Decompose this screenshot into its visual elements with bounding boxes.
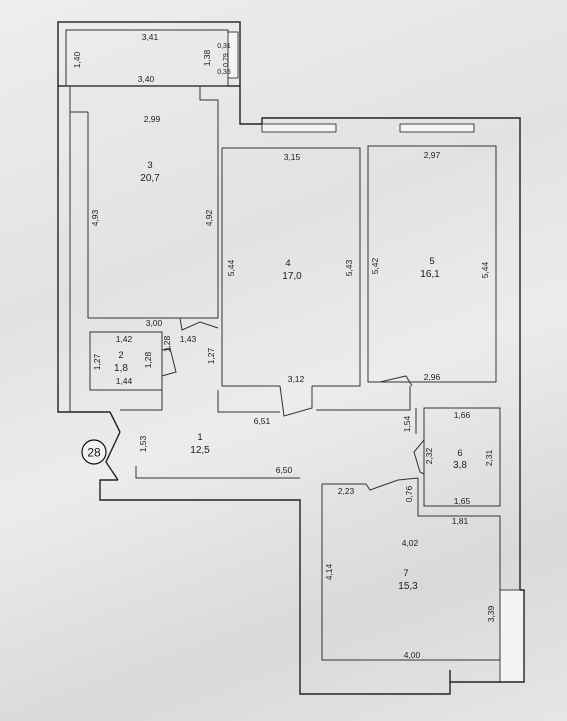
dim-room-2-right: 1,28 — [143, 351, 153, 368]
dim-room-4-right: 5,43 — [344, 259, 354, 276]
dim-balcony-right: 1,38 — [202, 49, 212, 66]
hall-lower-wall — [135, 466, 300, 479]
room-1-number: 1 — [197, 432, 202, 443]
dim-door-127: 1,27 — [206, 347, 216, 364]
dim-balcony-left: 1,40 — [72, 51, 82, 68]
dim-room-7-left: 4,14 — [324, 563, 334, 580]
room-3-area: 20,7 — [140, 173, 160, 184]
dim-room-6-right: 2,31 — [484, 449, 494, 466]
room-3-number: 3 — [147, 160, 152, 171]
room-4-area: 17,0 — [282, 271, 302, 282]
dim-room-3-right: 4,92 — [204, 209, 214, 226]
dim-room-5-right: 5,44 — [480, 261, 490, 278]
outer-wall-bottom — [99, 479, 451, 695]
dim-room-5-left: 5,42 — [370, 257, 380, 274]
dim-room-2-bottom: 1,44 — [116, 376, 133, 386]
room-7-walls — [321, 478, 501, 661]
outer-wall-top-right — [239, 86, 521, 590]
dim-room-7-top-left: 2,23 — [338, 486, 355, 496]
dim-room-3-top: 2,99 — [144, 114, 161, 124]
room-3-walls — [87, 86, 219, 319]
room-6-area: 3,8 — [453, 460, 467, 471]
room-1-area: 12,5 — [190, 445, 210, 456]
room-4-lower-wall — [217, 390, 280, 413]
dim-room-5-top: 2,97 — [424, 150, 441, 160]
dim-room-6-top: 1,66 — [454, 410, 471, 420]
dim-room-4-bottom: 3,12 — [288, 374, 305, 384]
dim-room-7-top-right: 1,81 — [452, 516, 469, 526]
room-2-area: 1,8 — [114, 363, 128, 374]
plan-number-badge — [81, 439, 107, 465]
room-3-door — [179, 317, 219, 331]
dim-room-3-bottom: 3,00 — [146, 318, 163, 328]
outer-wall-bottom-right — [449, 589, 525, 683]
room-7-door — [322, 477, 419, 491]
dim-balcony-small-3: 0,35 — [217, 69, 231, 76]
dim-door-128: 1,28 — [162, 335, 172, 352]
hall-upper-wall — [316, 386, 411, 411]
dim-room-5-bottom: 2,96 — [424, 372, 441, 382]
room-4-door — [279, 385, 313, 417]
dim-balcony-bottom: 3,40 — [138, 74, 155, 84]
entrance-wall — [105, 431, 121, 481]
room-5-walls — [367, 145, 497, 383]
window-room-7 — [499, 589, 525, 683]
plan-number: 28 — [87, 446, 101, 460]
dim-room-7-bottom: 4,00 — [404, 650, 421, 660]
room-5-door — [379, 375, 413, 387]
room-7-area: 15,3 — [398, 581, 418, 592]
dim-hall-top: 6,51 — [254, 416, 271, 426]
room-4-walls — [222, 147, 361, 387]
room-6-door — [413, 439, 425, 475]
dim-hall-bottom: 6,50 — [276, 465, 293, 475]
dim-room-4-left: 5,44 — [226, 259, 236, 276]
room-7-number: 7 — [403, 568, 408, 579]
room-2-door — [161, 347, 177, 377]
room-6-number: 6 — [457, 448, 462, 459]
room-6-walls — [423, 407, 501, 507]
dim-corridor-154: 1,54 — [402, 415, 412, 432]
outer-wall-left — [57, 86, 121, 433]
dim-room-4-top: 3,15 — [284, 152, 301, 162]
window-room-4 — [261, 123, 337, 133]
room-2-walls — [89, 331, 163, 391]
dim-room-2-left: 1,27 — [92, 353, 102, 370]
dim-room-6-left: 2,32 — [424, 447, 434, 464]
dim-room-7-right: 3,39 — [486, 605, 496, 622]
room-4-number: 4 — [285, 258, 290, 269]
balcony-side-window — [227, 31, 239, 79]
window-room-5 — [399, 123, 475, 133]
room-2-number: 2 — [118, 350, 123, 361]
dim-hall-left: 1,53 — [138, 435, 148, 452]
dim-room-7-inner-top: 4,02 — [402, 538, 419, 548]
room-5-number: 5 — [429, 256, 434, 267]
dim-room-3-left: 4,93 — [90, 209, 100, 226]
dim-door-143: 1,43 — [180, 334, 197, 344]
room-2-lower-wall — [120, 390, 163, 411]
room-4-left-wall — [221, 148, 280, 387]
room-5-area: 16,1 — [420, 269, 440, 280]
dim-balcony-small-1: 0,31 — [217, 43, 231, 50]
dim-balcony-top: 3,41 — [142, 32, 159, 42]
dim-balcony-small-2: 0,79 — [223, 53, 230, 67]
dim-corridor-076: 0,76 — [404, 485, 414, 502]
dim-room-6-bottom: 1,65 — [454, 496, 471, 506]
dim-room-2-top: 1,42 — [116, 334, 133, 344]
